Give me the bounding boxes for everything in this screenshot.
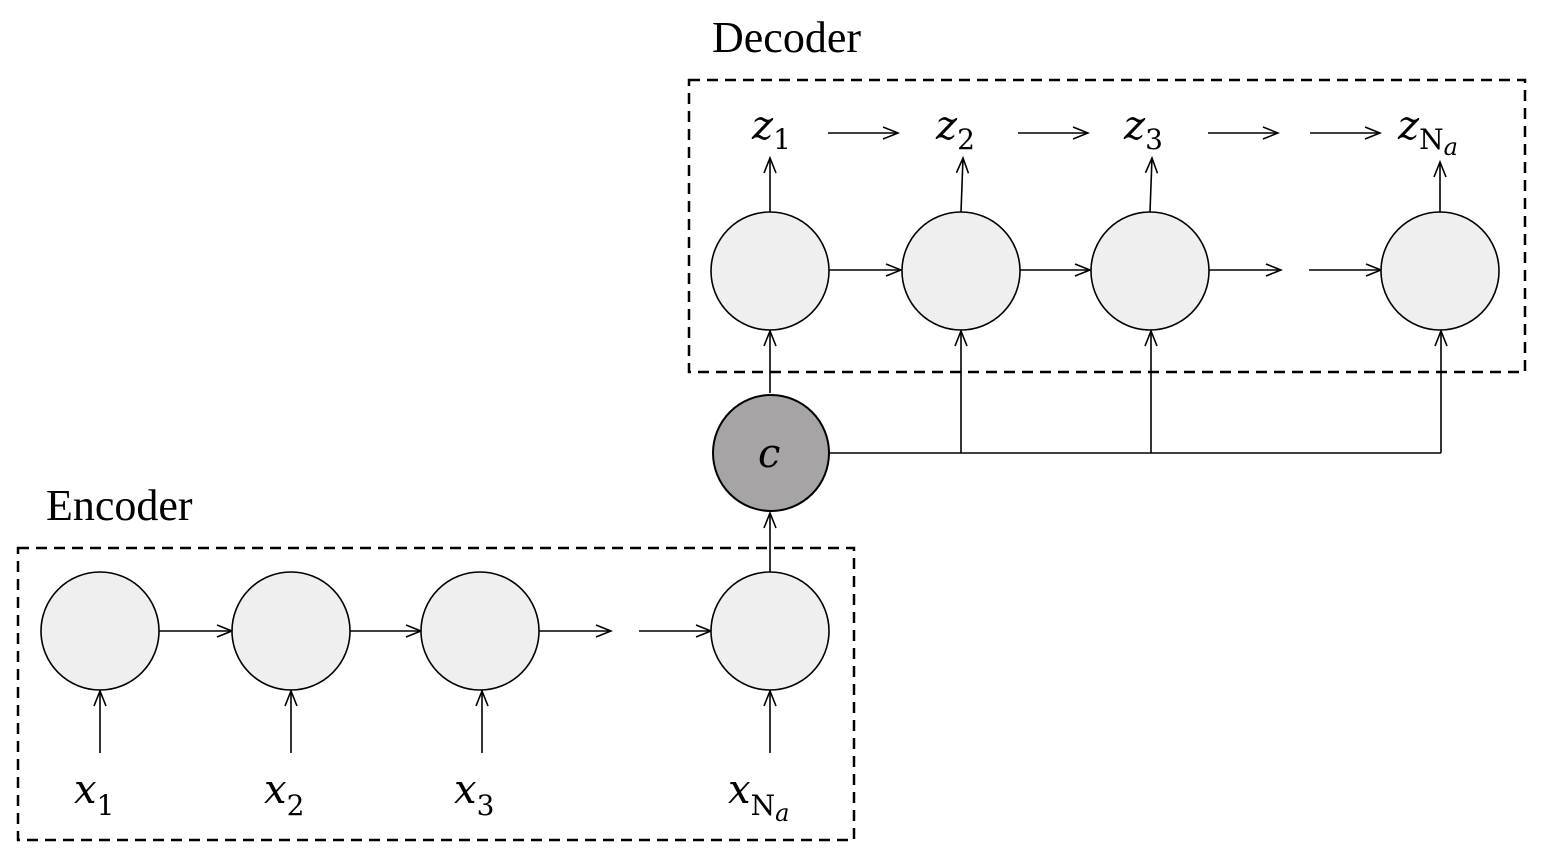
output-label-z2: z2 bbox=[935, 103, 975, 156]
input-label-x3: x3 bbox=[454, 767, 494, 822]
encoder-input-labels: x1 x2 x3 xNa bbox=[74, 767, 789, 827]
context-label: c bbox=[758, 431, 780, 477]
encoder-node-3 bbox=[420, 571, 540, 691]
encoder-title: Encoder bbox=[46, 481, 193, 530]
decoder-node-1 bbox=[710, 211, 830, 331]
encoder-input-arrows bbox=[100, 691, 770, 753]
context-feed-lines bbox=[770, 331, 1441, 454]
input-label-x1: x1 bbox=[74, 767, 114, 822]
output-label-z1: z1 bbox=[751, 103, 791, 156]
arrow-dec3-up bbox=[1150, 158, 1152, 213]
encoder-node-2 bbox=[231, 571, 351, 691]
decoder-title: Decoder bbox=[712, 13, 861, 62]
decoder-node-2 bbox=[901, 211, 1021, 331]
input-label-xNa: xNa bbox=[728, 767, 789, 827]
input-label-x2: x2 bbox=[264, 767, 304, 822]
encoder-node-4 bbox=[710, 571, 830, 691]
output-label-zNa: zNa bbox=[1397, 103, 1458, 161]
encoder-node-1 bbox=[40, 571, 160, 691]
arrow-dec2-up bbox=[961, 158, 963, 213]
encoder-box bbox=[16, 546, 856, 842]
output-label-z3: z3 bbox=[1123, 103, 1163, 156]
decoder-node-3 bbox=[1090, 211, 1210, 331]
decoder-node-4 bbox=[1380, 211, 1500, 331]
decoder-output-labels: z1 z2 z3 zNa bbox=[751, 103, 1458, 161]
decoder-box bbox=[687, 78, 1527, 374]
decoder-up-arrows bbox=[770, 158, 1440, 213]
